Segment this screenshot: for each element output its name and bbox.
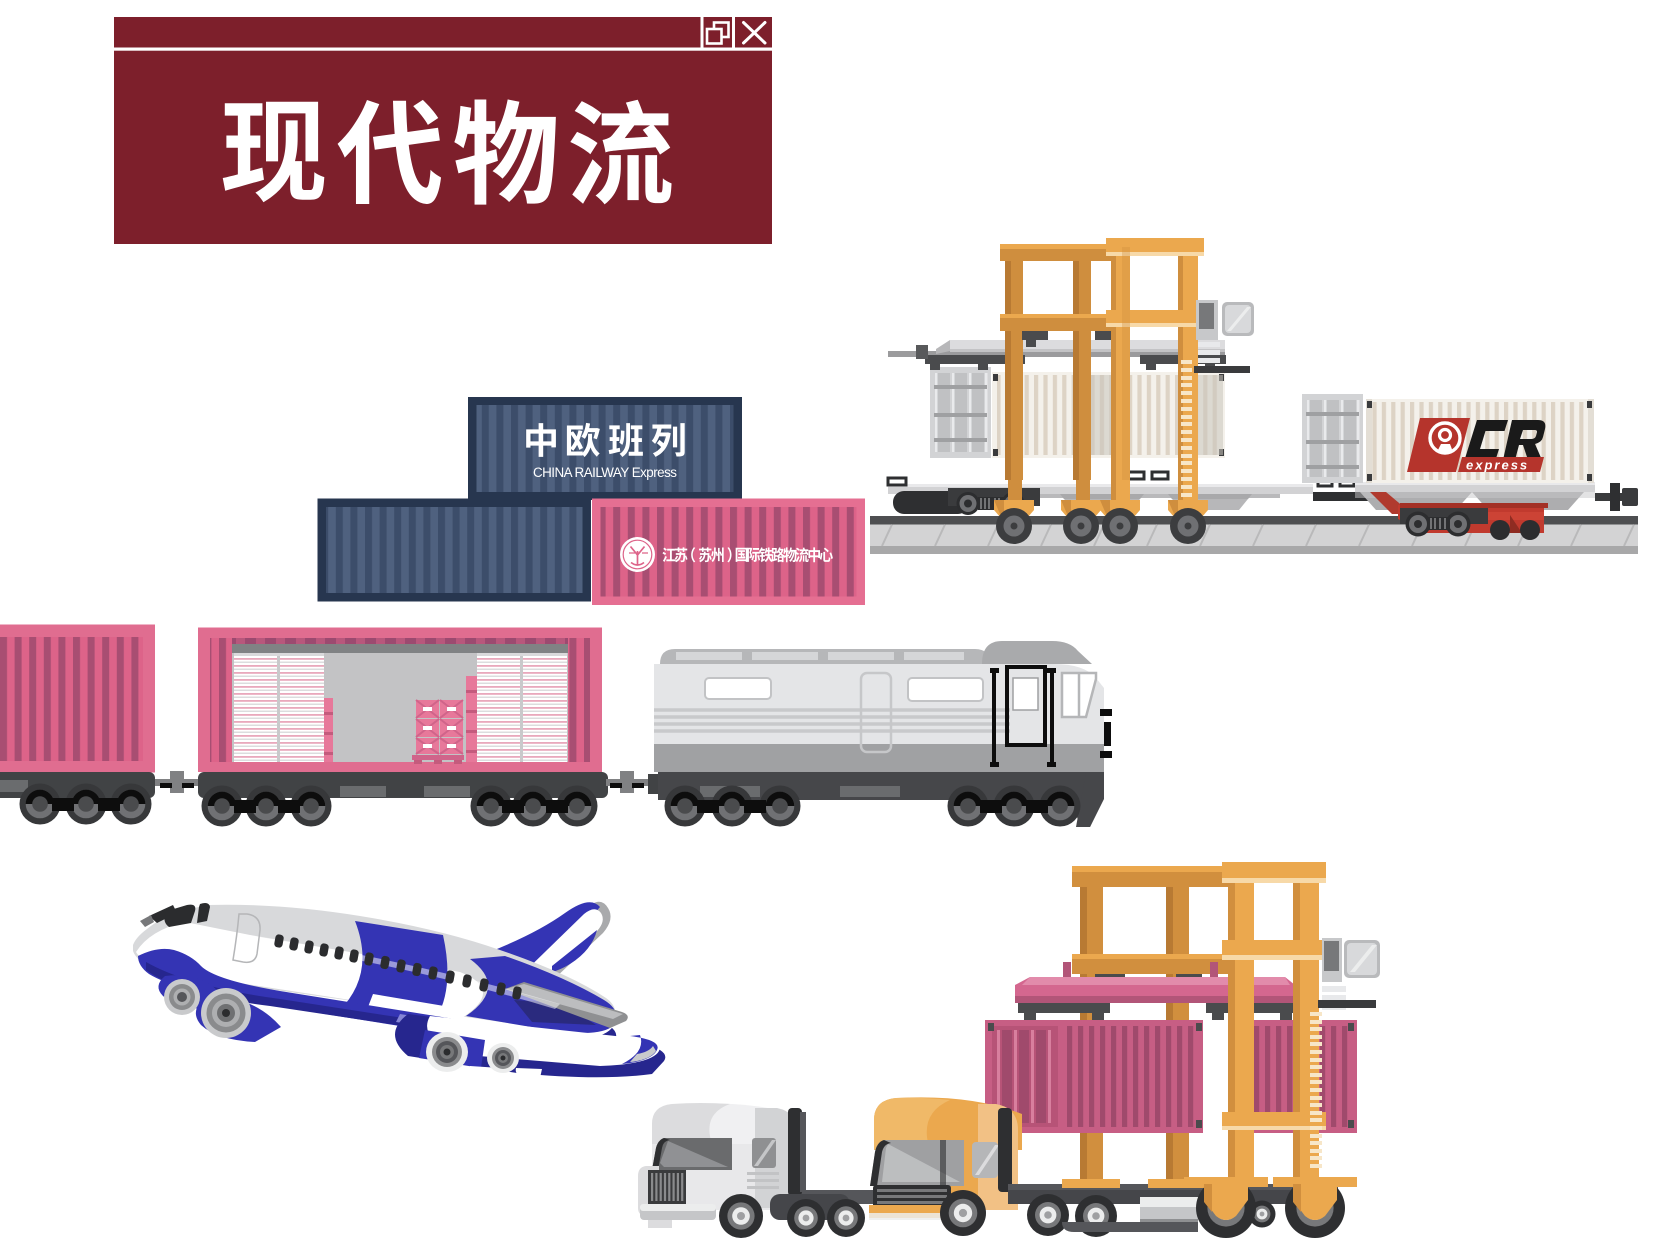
svg-text:CHINA RAILWAY Express: CHINA RAILWAY Express: [533, 465, 677, 480]
svg-text:express: express: [1466, 458, 1529, 473]
